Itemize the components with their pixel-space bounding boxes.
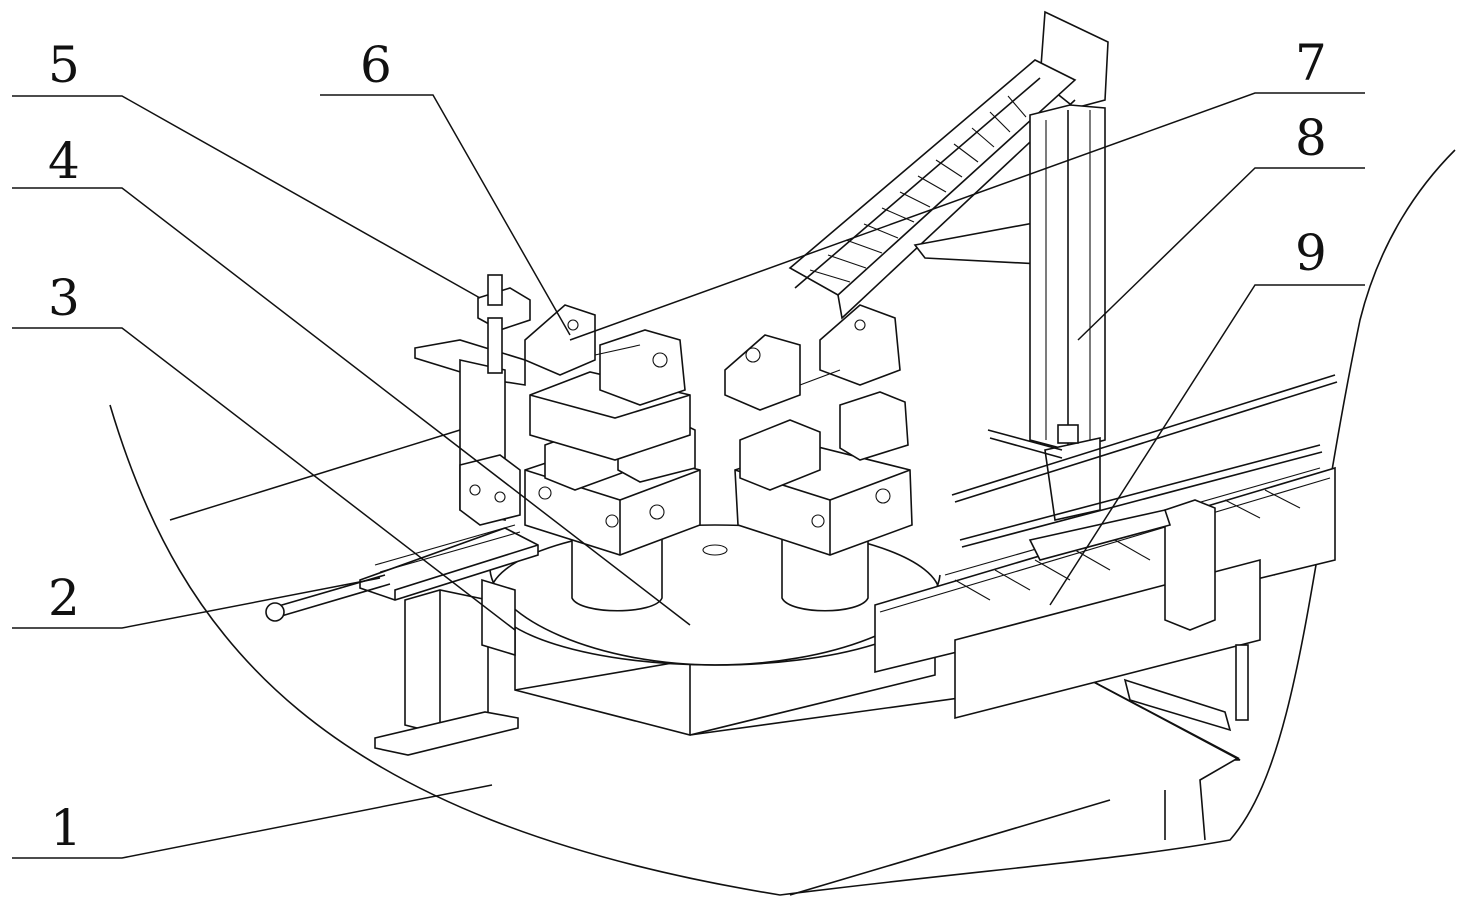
callout-1: 1 <box>50 799 82 857</box>
callout-4: 4 <box>48 132 80 190</box>
callout-8: 8 <box>1295 109 1327 167</box>
callout-5: 5 <box>48 36 80 94</box>
callout-6: 6 <box>360 36 392 94</box>
callout-2: 2 <box>48 569 80 627</box>
callout-7: 7 <box>1295 34 1327 92</box>
callout-9: 9 <box>1295 224 1327 282</box>
callout-3: 3 <box>48 269 80 327</box>
turntable <box>490 525 940 665</box>
conveyor <box>875 468 1335 730</box>
push-station <box>266 275 538 755</box>
gripper-right <box>725 305 912 555</box>
